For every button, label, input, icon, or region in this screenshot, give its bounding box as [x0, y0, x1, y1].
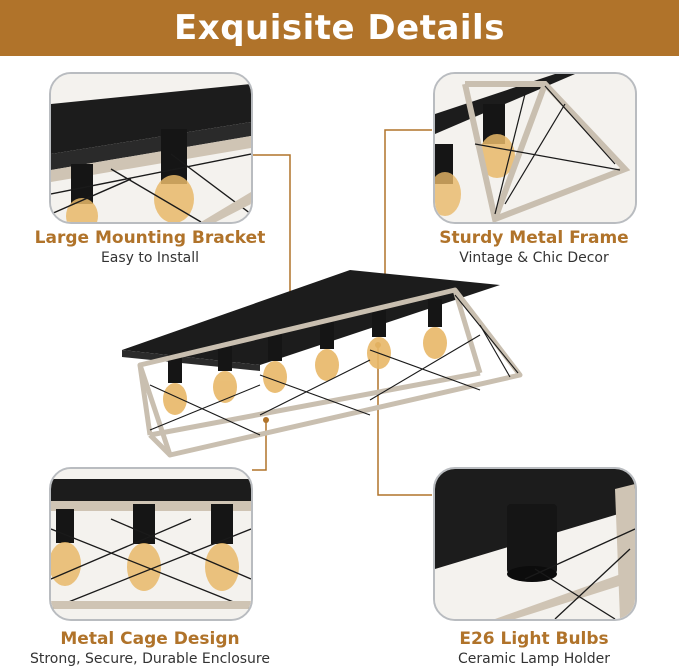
feature-subtitle: Vintage & Chic Decor: [459, 250, 609, 266]
metal-frame-image: [435, 74, 635, 222]
feature-subtitle: Ceramic Lamp Holder: [458, 651, 610, 667]
header-banner: Exquisite Details: [0, 0, 679, 56]
feature-caption-metal-frame: Sturdy Metal Frame Vintage & Chic Decor: [414, 228, 654, 266]
mounting-bracket-image: [51, 74, 251, 222]
feature-caption-mounting-bracket: Large Mounting Bracket Easy to Install: [30, 228, 270, 266]
detail-panel-metal-cage: [49, 467, 253, 621]
metal-cage-image: [51, 469, 251, 619]
detail-panel-e26-bulbs: [433, 467, 637, 621]
detail-panel-metal-frame: [433, 72, 637, 224]
feature-title: Metal Cage Design: [60, 629, 240, 649]
main-fixture-image: [122, 270, 523, 458]
feature-title: E26 Light Bulbs: [459, 629, 609, 649]
page-title: Exquisite Details: [174, 8, 505, 48]
detail-panel-mounting-bracket: [49, 72, 253, 224]
feature-caption-e26-bulbs: E26 Light Bulbs Ceramic Lamp Holder: [414, 629, 654, 667]
feature-title: Sturdy Metal Frame: [439, 228, 629, 248]
e26-bulb-image: [435, 469, 635, 619]
feature-caption-metal-cage: Metal Cage Design Strong, Secure, Durabl…: [0, 629, 300, 667]
feature-title: Large Mounting Bracket: [34, 228, 266, 248]
feature-subtitle: Strong, Secure, Durable Enclosure: [29, 651, 270, 667]
feature-subtitle: Easy to Install: [100, 250, 200, 266]
